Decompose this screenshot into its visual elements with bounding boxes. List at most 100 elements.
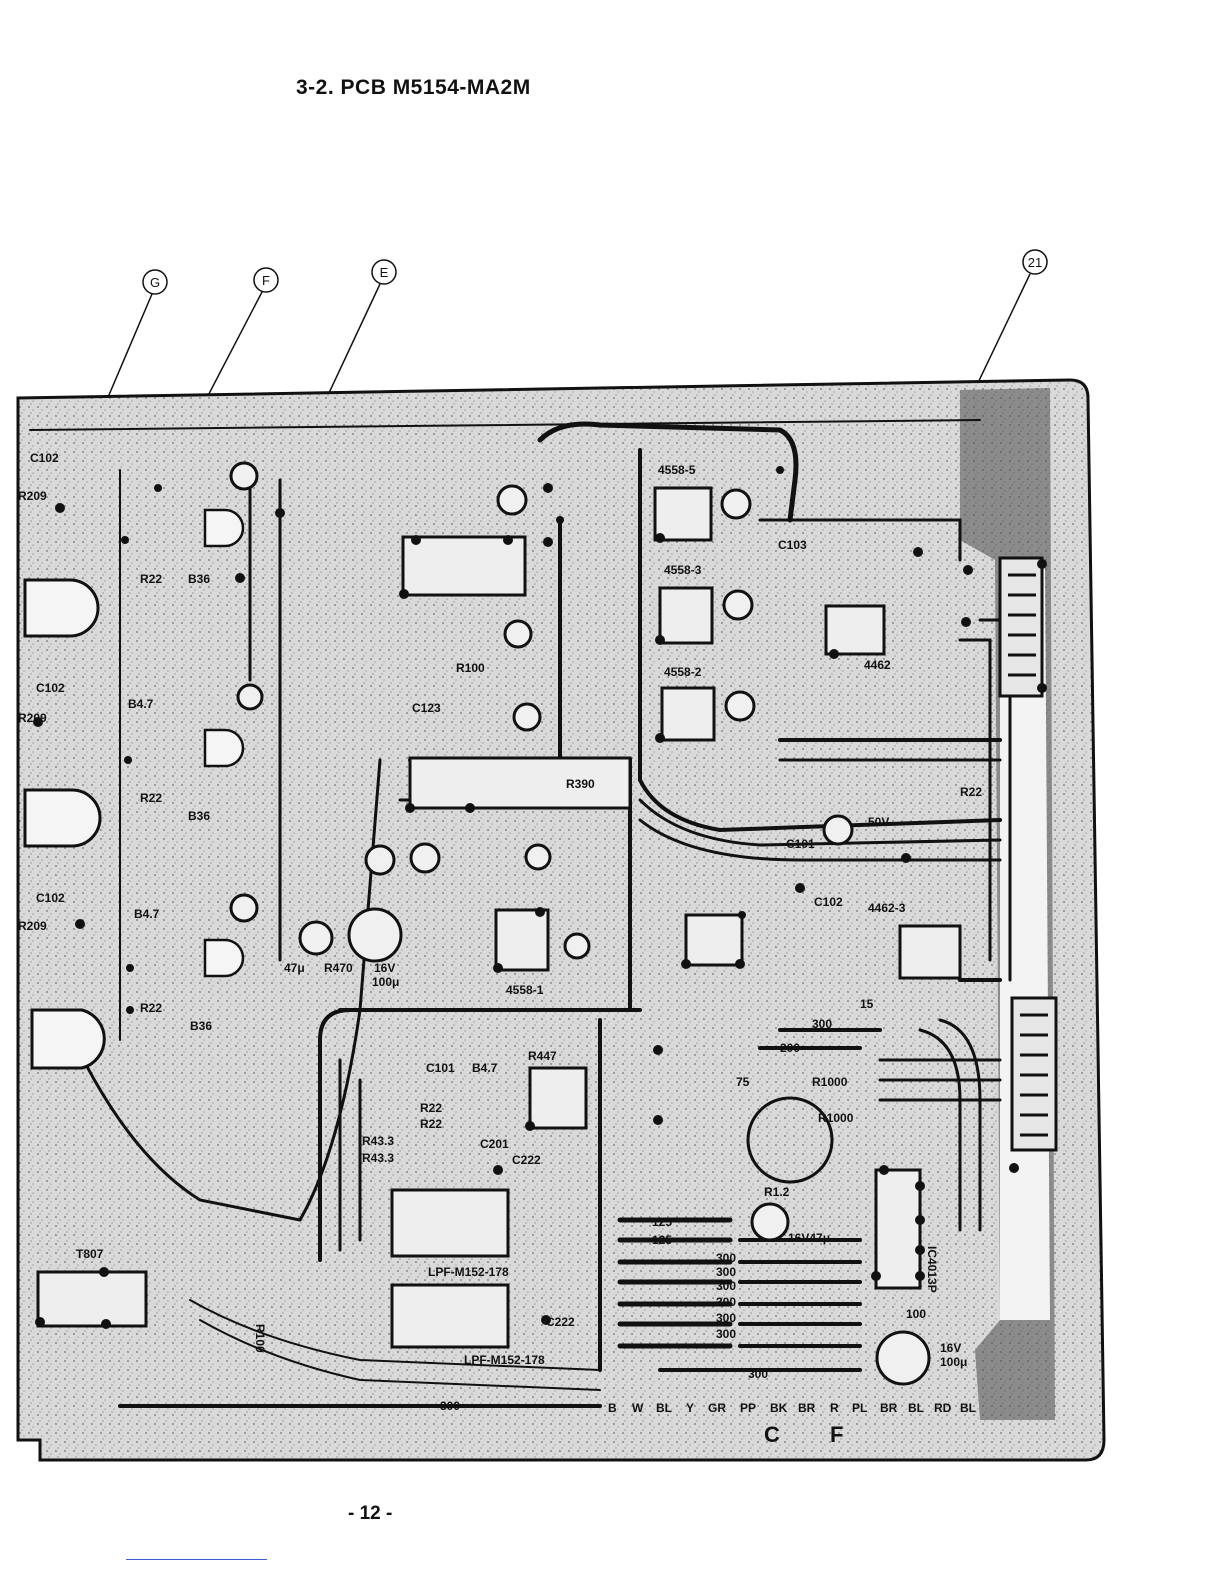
pin-label: PP bbox=[740, 1401, 756, 1415]
pin-label: BK bbox=[770, 1401, 788, 1415]
svg-text:R22: R22 bbox=[140, 791, 162, 805]
svg-text:F: F bbox=[830, 1422, 843, 1447]
svg-text:47μ: 47μ bbox=[284, 961, 305, 975]
svg-text:R209: R209 bbox=[18, 919, 47, 933]
svg-text:B4.7: B4.7 bbox=[472, 1061, 498, 1075]
svg-text:LPF-M152-178: LPF-M152-178 bbox=[464, 1353, 545, 1367]
svg-text:C103: C103 bbox=[778, 538, 807, 552]
svg-text:C222: C222 bbox=[546, 1315, 575, 1329]
page-title: 3-2. PCB M5154-MA2M bbox=[296, 76, 531, 99]
svg-text:R100: R100 bbox=[253, 1324, 267, 1353]
svg-text:B4.7: B4.7 bbox=[128, 697, 154, 711]
svg-text:C123: C123 bbox=[412, 701, 441, 715]
pin-label: BL bbox=[656, 1401, 672, 1415]
svg-text:100μ: 100μ bbox=[372, 975, 399, 989]
potentiometers bbox=[23, 578, 106, 1070]
svg-text:C201: C201 bbox=[480, 1137, 509, 1151]
svg-text:R1.2: R1.2 bbox=[764, 1185, 790, 1199]
svg-text:300: 300 bbox=[748, 1367, 768, 1381]
svg-text:200: 200 bbox=[780, 1041, 800, 1055]
page-number: - 12 - bbox=[348, 1503, 393, 1524]
svg-text:4558-1: 4558-1 bbox=[506, 983, 544, 997]
svg-text:300: 300 bbox=[716, 1311, 736, 1325]
svg-text:R22: R22 bbox=[140, 1001, 162, 1015]
svg-text:R1000: R1000 bbox=[818, 1111, 854, 1125]
svg-text:300: 300 bbox=[716, 1251, 736, 1265]
svg-text:C102: C102 bbox=[36, 681, 65, 695]
svg-text:4462-3: 4462-3 bbox=[868, 901, 906, 915]
solder-pads bbox=[33, 466, 1047, 1329]
svg-text:G: G bbox=[150, 275, 160, 290]
svg-text:75: 75 bbox=[736, 1075, 750, 1089]
svg-text:F: F bbox=[262, 273, 270, 288]
svg-text:21: 21 bbox=[1028, 255, 1042, 270]
svg-text:16V: 16V bbox=[374, 961, 395, 975]
ics bbox=[36, 486, 962, 1349]
svg-text:R22: R22 bbox=[140, 572, 162, 586]
pin-label: PL bbox=[852, 1401, 867, 1415]
svg-text:4558-5: 4558-5 bbox=[658, 463, 696, 477]
svg-text:125: 125 bbox=[652, 1233, 672, 1247]
svg-text:300: 300 bbox=[716, 1295, 736, 1309]
pin-label: B bbox=[608, 1401, 617, 1415]
pin-label: BL bbox=[908, 1401, 924, 1415]
svg-text:300: 300 bbox=[812, 1017, 832, 1031]
svg-text:100: 100 bbox=[906, 1307, 926, 1321]
svg-text:T807: T807 bbox=[76, 1247, 104, 1261]
svg-text:R209: R209 bbox=[18, 489, 47, 503]
pin-label: R bbox=[830, 1401, 839, 1415]
svg-text:E: E bbox=[380, 265, 389, 280]
pin-label: W bbox=[632, 1401, 644, 1415]
svg-text:16V: 16V bbox=[940, 1341, 961, 1355]
svg-text:R470: R470 bbox=[324, 961, 353, 975]
svg-text:IC4013P: IC4013P bbox=[925, 1246, 939, 1293]
connector-top-right bbox=[998, 556, 1044, 698]
pin-labels: B W BL Y GR PP BK BR R PL BR BL RD BL bbox=[608, 1401, 976, 1415]
svg-text:R43.3: R43.3 bbox=[362, 1151, 394, 1165]
svg-text:R22: R22 bbox=[420, 1101, 442, 1115]
svg-text:B36: B36 bbox=[188, 809, 210, 823]
svg-text:4558-2: 4558-2 bbox=[664, 665, 702, 679]
svg-text:300: 300 bbox=[716, 1279, 736, 1293]
svg-text:50V: 50V bbox=[868, 815, 889, 829]
svg-text:4462: 4462 bbox=[864, 658, 891, 672]
svg-text:C102: C102 bbox=[36, 891, 65, 905]
round-components bbox=[229, 461, 931, 1386]
svg-text:C222: C222 bbox=[512, 1153, 541, 1167]
svg-text:C102: C102 bbox=[30, 451, 59, 465]
svg-text:125: 125 bbox=[652, 1215, 672, 1229]
svg-text:300: 300 bbox=[716, 1327, 736, 1341]
footer-rule bbox=[126, 1559, 267, 1560]
pin-label: BR bbox=[880, 1401, 898, 1415]
svg-text:300: 300 bbox=[716, 1265, 736, 1279]
svg-text:B4.7: B4.7 bbox=[134, 907, 160, 921]
transistors bbox=[203, 508, 245, 978]
pin-label: BR bbox=[798, 1401, 816, 1415]
svg-text:R43.3: R43.3 bbox=[362, 1134, 394, 1148]
svg-text:LPF-M152-178: LPF-M152-178 bbox=[428, 1265, 509, 1279]
svg-text:16V47μ: 16V47μ bbox=[788, 1231, 830, 1245]
svg-text:R1000: R1000 bbox=[812, 1075, 848, 1089]
svg-text:4558-3: 4558-3 bbox=[664, 563, 702, 577]
svg-text:R390: R390 bbox=[566, 777, 595, 791]
svg-text:R22: R22 bbox=[420, 1117, 442, 1131]
svg-text:B36: B36 bbox=[190, 1019, 212, 1033]
svg-text:R100: R100 bbox=[456, 661, 485, 675]
svg-text:100μ: 100μ bbox=[940, 1355, 967, 1369]
svg-text:B36: B36 bbox=[188, 572, 210, 586]
svg-text:R447: R447 bbox=[528, 1049, 557, 1063]
svg-text:C101: C101 bbox=[426, 1061, 455, 1075]
svg-text:300: 300 bbox=[440, 1399, 460, 1413]
svg-text:C101: C101 bbox=[786, 837, 815, 851]
svg-text:15: 15 bbox=[860, 997, 874, 1011]
board-labels: C102 R209 R22 B36 C102 R209 B4.7 R22 B36… bbox=[18, 451, 982, 1447]
pin-label: Y bbox=[686, 1401, 694, 1415]
pin-label: RD bbox=[934, 1401, 952, 1415]
svg-text:R209: R209 bbox=[18, 711, 47, 725]
svg-text:C: C bbox=[764, 1422, 780, 1447]
pin-label: BL bbox=[960, 1401, 976, 1415]
connector-bottom-right bbox=[1010, 996, 1058, 1152]
svg-text:C102: C102 bbox=[814, 895, 843, 909]
svg-text:R22: R22 bbox=[960, 785, 982, 799]
